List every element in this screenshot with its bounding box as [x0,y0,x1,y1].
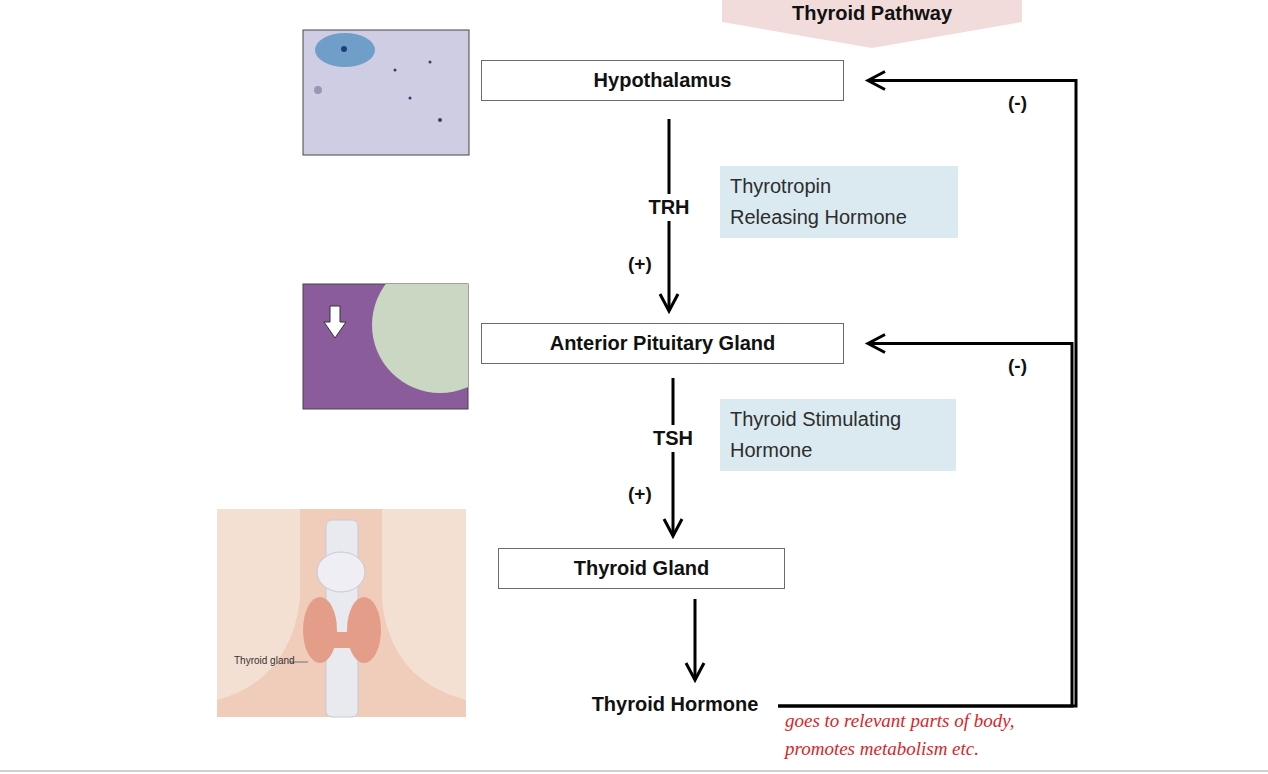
stimulation-sign: (+) [628,483,652,505]
hypothalamus-micrograph [303,30,469,155]
thyroid-illustration [217,509,466,717]
stained-region [315,33,375,67]
process-box: Anterior Pituitary Gland [481,323,844,364]
node-text: Thyroid Gland [574,557,710,580]
node-text: Hypothalamus [594,69,732,92]
process-box: Thyroid Gland [498,548,785,589]
diagram-title: Thyroid Pathway [722,2,1022,25]
thyroid-lobe [347,597,381,663]
definition-box: Thyrotropin Releasing Hormone [720,166,958,238]
cell-dot [429,61,432,64]
output-node: Thyroid Hormone [580,688,770,720]
handwritten-note: goes to relevant parts of body, promotes… [785,707,1085,763]
connector-arrow [672,378,675,536]
feedback-sign: (-) [1008,355,1027,377]
node-text: Anterior Pituitary Gland [550,332,776,355]
connector-arrow [694,599,697,680]
feedback-sign: (-) [1008,92,1027,114]
micrograph-frame [303,30,469,155]
pointer-arrow [324,306,346,338]
neck-shape [217,509,466,717]
larynx [317,552,365,592]
title-banner [722,0,1022,48]
illustration-background [217,509,466,717]
stimulation-sign: (+) [628,253,652,275]
part-label: Thyroid gland [234,655,295,666]
node-text: Thyroid Hormone [592,693,759,716]
definition-box: Thyroid Stimulating Hormone [720,399,956,471]
pituitary-micrograph [303,257,508,409]
cell-dot [341,46,347,52]
cell-dot [409,97,412,100]
process-box: Hypothalamus [481,60,844,101]
page-rule [0,770,1268,772]
node-text: Thyrotropin Releasing Hormone [730,171,915,233]
edge-label: TRH [647,194,690,221]
node-text: Thyroid Stimulating Hormone [730,404,910,466]
cell-dot [314,86,322,94]
pale-lobe [372,284,468,393]
connector-arrow [778,344,1072,707]
thyroid-lobe [303,597,337,663]
thyroid-isthmus [326,632,358,648]
edge-label: TSH [652,425,694,452]
cell-dot [394,69,397,72]
cell-dot [438,118,442,122]
